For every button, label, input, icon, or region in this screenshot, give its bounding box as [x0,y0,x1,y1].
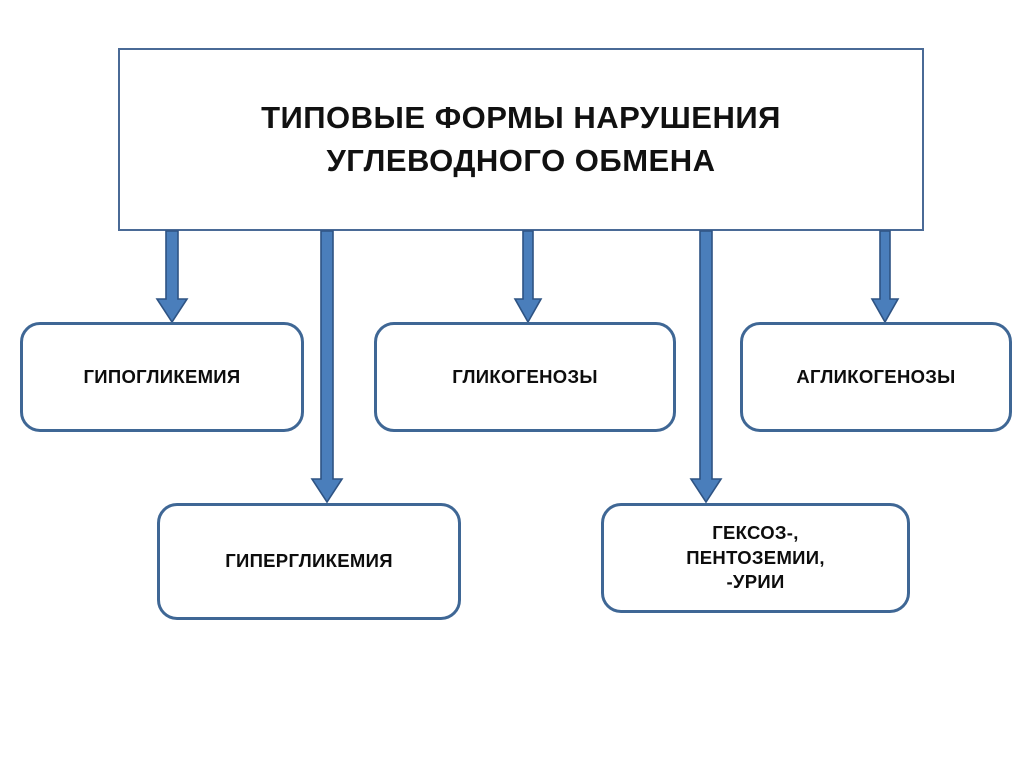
node-hexos-pentosemii-urii-label: ГЕКСОЗ-, ПЕНТОЗЕМИИ, -УРИИ [676,521,835,594]
node-hexos-line-2: ПЕНТОЗЕМИИ, [686,546,825,568]
node-hyperglycemia-label: ГИПЕРГЛИКЕМИЯ [215,549,403,573]
diagram-title-text: ТИПОВЫЕ ФОРМЫ НАРУШЕНИЯ УГЛЕВОДНОГО ОБМЕ… [245,97,797,183]
node-aglycogenoses-line-1: АГЛИКОГЕНОЗЫ [796,365,956,387]
node-hexos-line-1: ГЕКСОЗ-, [712,522,799,544]
node-hyperglycemia-line-1: ГИПЕРГЛИКЕМИЯ [225,550,393,572]
arrow-to-hypoglycemia [155,230,189,324]
node-glycogenoses-line-1: ГЛИКОГЕНОЗЫ [452,365,598,387]
node-hexos-line-3: -УРИИ [726,571,785,593]
diagram-title-line-2: УГЛЕВОДНОГО ОБМЕНА [326,142,716,178]
node-hypoglycemia-line-1: ГИПОГЛИКЕМИЯ [83,365,241,387]
node-hypoglycemia: ГИПОГЛИКЕМИЯ [20,322,304,432]
node-hyperglycemia: ГИПЕРГЛИКЕМИЯ [157,503,461,620]
arrow-to-hyperglycemia [310,230,344,504]
node-glycogenoses: ГЛИКОГЕНОЗЫ [374,322,676,432]
arrow-to-aglycogenoses [870,230,900,324]
node-aglycogenoses-label: АГЛИКОГЕНОЗЫ [786,365,965,389]
node-aglycogenoses: АГЛИКОГЕНОЗЫ [740,322,1012,432]
node-glycogenoses-label: ГЛИКОГЕНОЗЫ [442,365,608,389]
arrow-to-glycogenoses [513,230,543,324]
arrow-to-hexos [689,230,723,504]
diagram-title-box: ТИПОВЫЕ ФОРМЫ НАРУШЕНИЯ УГЛЕВОДНОГО ОБМЕ… [118,48,924,231]
diagram-title-line-1: ТИПОВЫЕ ФОРМЫ НАРУШЕНИЯ [261,99,781,135]
node-hexos-pentosemii-urii: ГЕКСОЗ-, ПЕНТОЗЕМИИ, -УРИИ [601,503,910,613]
node-hypoglycemia-label: ГИПОГЛИКЕМИЯ [73,365,250,389]
